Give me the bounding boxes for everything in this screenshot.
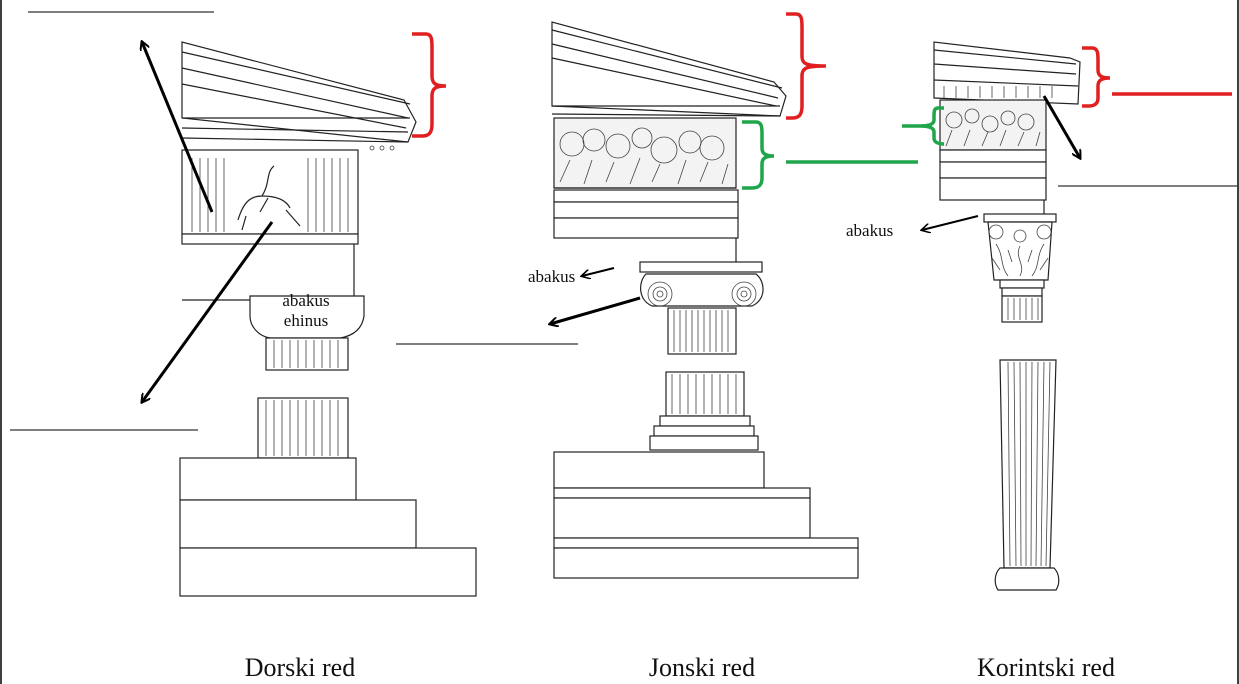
corinthian-order: abakus Korintski red	[846, 41, 1238, 682]
corinthian-capital	[983, 213, 1057, 323]
metope-deer-figure	[237, 165, 301, 231]
corinthian-arrow-to-dentils	[1042, 95, 1080, 158]
ionic-column-base	[649, 371, 759, 451]
ionic-order: abakus Jonski red	[396, 12, 918, 682]
doric-pediment	[181, 41, 417, 151]
doric-arrow-to-frieze	[142, 221, 274, 402]
ionic-capital	[639, 261, 764, 355]
doric-red-bracket	[412, 32, 447, 138]
ionic-frieze	[553, 117, 737, 189]
doric-steps	[179, 457, 477, 597]
corinthian-frieze	[939, 99, 1047, 151]
doric-caption: Dorski red	[245, 653, 355, 682]
corinthian-column-shaft	[994, 359, 1060, 591]
corinthian-caption: Korintski red	[977, 653, 1115, 682]
corinthian-cornice	[933, 41, 1081, 105]
corinthian-architrave	[939, 149, 1047, 214]
doric-arrow-to-triglyph	[142, 42, 214, 213]
ionic-architrave	[553, 189, 739, 262]
ionic-arrow-abakus	[582, 267, 615, 276]
doric-ehinus-label: ehinus	[284, 311, 328, 330]
ionic-steps	[553, 451, 859, 579]
doric-capital	[249, 295, 365, 371]
doric-order: abakus ehinus Dorski red	[10, 11, 477, 682]
ionic-arrow-volute	[550, 296, 641, 324]
ionic-abakus-label: abakus	[528, 267, 575, 286]
doric-abakus-label: abakus	[282, 291, 329, 310]
doric-column-base	[257, 397, 349, 459]
ionic-pediment	[551, 21, 787, 117]
corinthian-red-bracket	[1082, 46, 1111, 108]
corinthian-arrow-abakus	[922, 215, 979, 230]
corinthian-abakus-label: abakus	[846, 221, 893, 240]
doric-frieze	[181, 149, 359, 245]
ionic-caption: Jonski red	[649, 653, 755, 682]
ionic-green-bracket	[742, 120, 775, 190]
ionic-red-bracket	[786, 12, 827, 120]
corinthian-green-bracket	[919, 106, 945, 146]
